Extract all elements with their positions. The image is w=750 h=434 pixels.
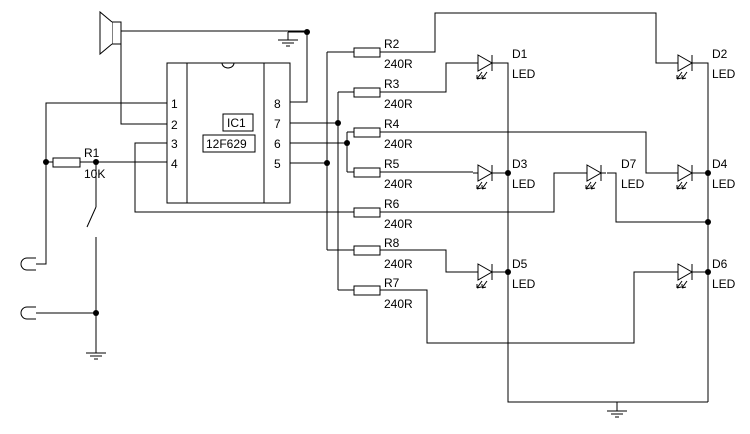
- jack-icon-top: [20, 257, 36, 271]
- junction-dots: [43, 29, 711, 316]
- led-type-label: LED: [712, 177, 736, 191]
- led-type-label: LED: [512, 67, 536, 81]
- led-type-label: LED: [621, 177, 645, 191]
- ic-body: [166, 62, 291, 204]
- led-icon-d7: [582, 164, 606, 190]
- ic-pin-8: 8: [274, 97, 281, 111]
- ic-pin-4: 4: [171, 157, 178, 171]
- resistor-ref-label: R7: [384, 276, 400, 290]
- ic-part-label: 12F629: [206, 137, 247, 151]
- ic-ref-label: IC1: [227, 116, 246, 130]
- resistor-bodies: [353, 47, 381, 296]
- led-ref-label: D1: [512, 47, 528, 61]
- resistor-ref-label: R3: [384, 77, 400, 91]
- led-icon-d3: [473, 164, 497, 190]
- led-icon-d5: [473, 263, 497, 289]
- resistor-r1-body: [52, 157, 81, 168]
- ic-ref-box: [222, 113, 254, 132]
- resistor-ref-label: R8: [384, 236, 400, 250]
- r1-value-label: 10K: [84, 167, 105, 181]
- resistor-value-label: 240R: [384, 137, 413, 151]
- led-ref-label: D2: [712, 47, 728, 61]
- led-icon-d1: [473, 54, 497, 80]
- jack-icon-bottom: [20, 306, 36, 320]
- led-type-label: LED: [512, 277, 536, 291]
- ground-icon-switch: [86, 352, 106, 360]
- resistor-value-label: 240R: [384, 257, 413, 271]
- led-icon-d4: [673, 164, 697, 190]
- resistor-ref-label: R6: [384, 197, 400, 211]
- ic-part-box: [202, 134, 256, 153]
- ground-icon-led: [607, 410, 627, 418]
- resistor-ref-label: R2: [384, 37, 400, 51]
- ic-pin-1: 1: [171, 97, 178, 111]
- led-type-label: LED: [712, 67, 736, 81]
- ground-icon-speaker: [278, 32, 298, 47]
- led-ref-label: D6: [712, 257, 728, 271]
- resistor-ref-label: R4: [384, 117, 400, 131]
- ic-pin-2: 2: [171, 118, 178, 132]
- ic-pin-5: 5: [274, 157, 281, 171]
- led-ref-label: D4: [712, 157, 728, 171]
- resistor-value-label: 240R: [384, 57, 413, 71]
- resistor-value-label: 240R: [384, 177, 413, 191]
- led-icon-d6: [673, 263, 697, 289]
- resistor-value-label: 240R: [384, 297, 413, 311]
- resistor-value-label: 240R: [384, 217, 413, 231]
- speaker-icon: [99, 10, 122, 56]
- led-type-label: LED: [512, 177, 536, 191]
- ic-pin-6: 6: [274, 137, 281, 151]
- led-ref-label: D3: [512, 157, 528, 171]
- ic-pin-7: 7: [274, 117, 281, 131]
- led-type-label: LED: [712, 277, 736, 291]
- resistor-value-label: 240R: [384, 97, 413, 111]
- led-icon-d2: [673, 54, 697, 80]
- ic-pin-3: 3: [171, 137, 178, 151]
- r1-ref-label: R1: [84, 146, 100, 160]
- led-ref-label: D7: [621, 157, 637, 171]
- resistor-ref-label: R5: [384, 157, 400, 171]
- led-ref-label: D5: [512, 257, 528, 271]
